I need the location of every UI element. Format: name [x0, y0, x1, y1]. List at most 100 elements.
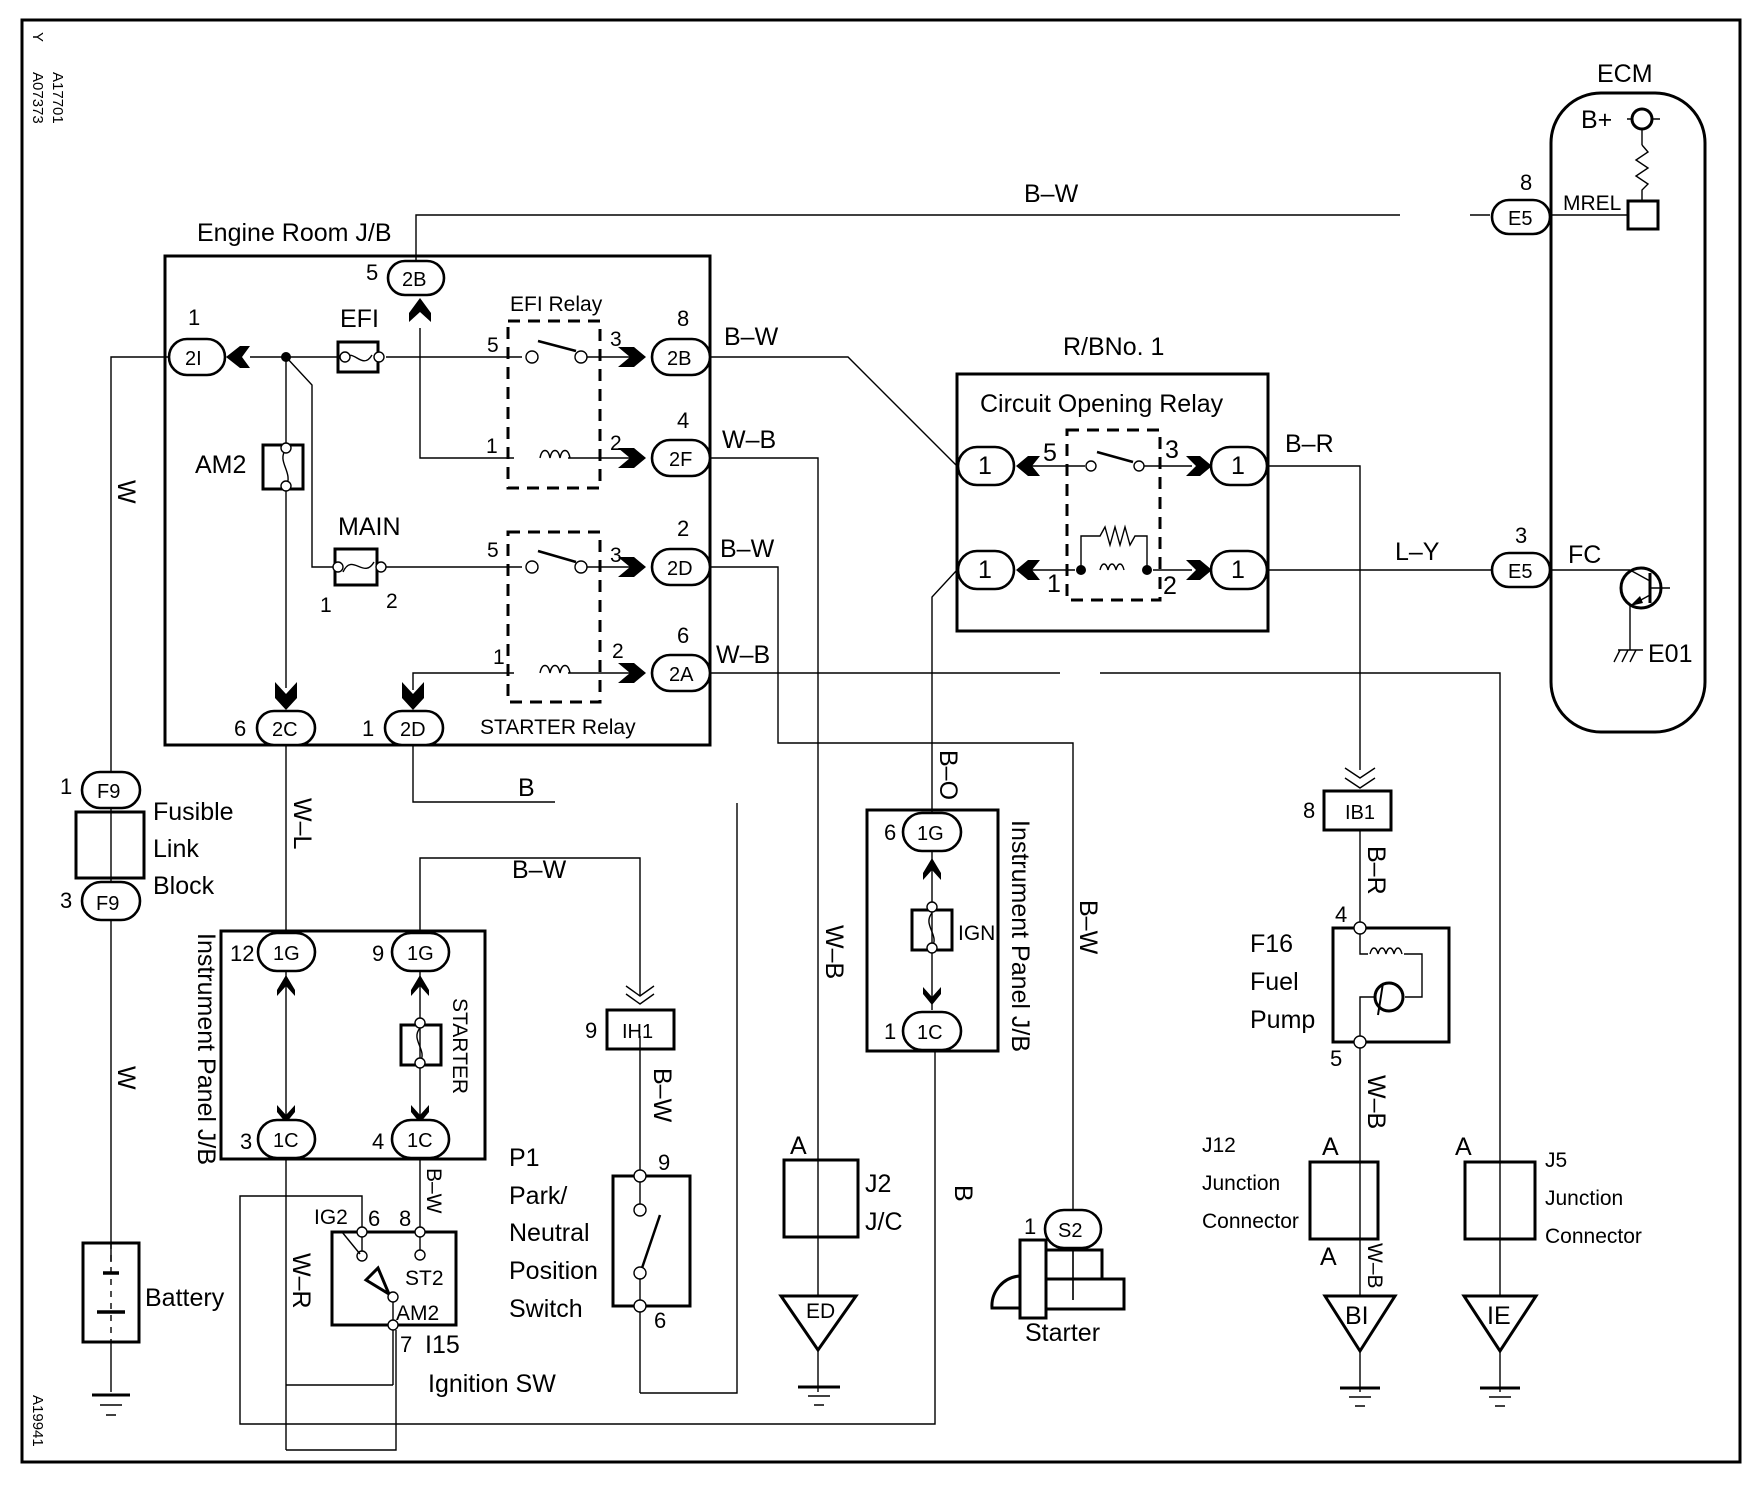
rb1-connector-right-top[interactable]: 1	[1186, 445, 1269, 487]
svg-text:W–R: W–R	[287, 1253, 315, 1309]
svg-text:R/BNo. 1: R/BNo. 1	[1063, 333, 1164, 361]
svg-text:1: 1	[362, 716, 374, 741]
rb1-connector-left-top[interactable]: 1	[956, 445, 1040, 487]
svg-text:1G: 1G	[273, 943, 300, 965]
j12-junction-connector: J12 Junction Connector A A BI	[1202, 1133, 1398, 1407]
fuse-am2: AM2	[195, 442, 305, 492]
svg-text:EFI: EFI	[340, 305, 379, 333]
svg-text:B–O: B–O	[934, 750, 962, 800]
svg-text:2: 2	[386, 590, 398, 613]
svg-text:Circuit Opening Relay: Circuit Opening Relay	[980, 390, 1224, 418]
ip-left-connector-9-1g[interactable]: 1G 9	[372, 931, 451, 996]
svg-text:Fuel: Fuel	[1250, 968, 1299, 996]
svg-text:1C: 1C	[273, 1130, 299, 1152]
svg-text:B: B	[949, 1185, 977, 1202]
svg-text:9: 9	[372, 941, 384, 966]
svg-text:F9: F9	[97, 781, 120, 803]
j2-junction-connector: A J2 J/C ED	[778, 1132, 903, 1406]
svg-text:B–W: B–W	[422, 1168, 445, 1214]
svg-text:1: 1	[884, 1019, 896, 1044]
ecm-connector-e5-fc[interactable]: E5 3	[1490, 523, 1552, 589]
park-neutral-position-switch: P1 Park/ Neutral Position Switch 9 6	[509, 1144, 692, 1333]
svg-text:W–B: W–B	[1363, 1243, 1386, 1289]
svg-text:1: 1	[1024, 1214, 1036, 1239]
svg-text:FC: FC	[1568, 541, 1601, 569]
svg-text:MREL: MREL	[1563, 192, 1621, 215]
svg-text:6: 6	[677, 623, 689, 648]
svg-text:E5: E5	[1508, 208, 1532, 230]
svg-text:W–B: W–B	[820, 925, 848, 979]
fuse-ign: IGN	[910, 901, 995, 954]
svg-text:STARTER Relay: STARTER Relay	[480, 716, 636, 739]
svg-text:F16: F16	[1250, 930, 1293, 958]
fuse-main: MAIN 1 2	[320, 513, 401, 617]
engine-room-jb-title: Engine Room J/B	[197, 219, 392, 247]
ip-mid-connector-6-1g[interactable]: 1G 6	[884, 811, 963, 880]
svg-text:8: 8	[1303, 798, 1315, 823]
connector-2d-right[interactable]: 2D 2	[618, 516, 712, 587]
starter-relay: 5 3 1 2 STARTER Relay	[480, 530, 636, 739]
connector-2d-bottom[interactable]: 2D 1	[362, 682, 445, 747]
svg-text:Park/: Park/	[509, 1182, 567, 1210]
svg-text:2D: 2D	[400, 719, 426, 741]
connector-ih1[interactable]: IH1 9	[585, 985, 676, 1051]
ip-left-connector-3-1c[interactable]: 1C 3	[240, 1105, 317, 1160]
svg-text:ST2: ST2	[405, 1267, 444, 1290]
svg-text:1: 1	[60, 774, 72, 799]
svg-text:3: 3	[1515, 523, 1527, 548]
connector-2b-top[interactable]: 2B 5	[366, 259, 446, 322]
rb1-connector-right-bottom[interactable]: 1	[1186, 549, 1269, 591]
connector-ib1[interactable]: IB1 8	[1303, 767, 1393, 832]
svg-text:6: 6	[654, 1308, 666, 1333]
ecm-connector-e5-top[interactable]: E5 8	[1490, 170, 1552, 236]
svg-text:2A: 2A	[669, 664, 694, 686]
svg-text:J12: J12	[1202, 1134, 1236, 1157]
svg-text:S2: S2	[1058, 1220, 1082, 1242]
svg-text:7: 7	[400, 1332, 412, 1357]
svg-text:AM2: AM2	[396, 1302, 439, 1325]
svg-text:B–W: B–W	[648, 1068, 676, 1123]
ignition-switch: IG2 6 8 ST2 AM2 7 I15 Ignition SW	[286, 1206, 556, 1398]
svg-text:B–R: B–R	[1285, 430, 1334, 458]
svg-text:A: A	[790, 1132, 807, 1160]
svg-text:E01: E01	[1648, 640, 1692, 668]
svg-text:1: 1	[493, 646, 505, 669]
ip-mid-connector-1-1c[interactable]: 1C 1	[884, 987, 963, 1052]
svg-text:5: 5	[1330, 1046, 1342, 1071]
svg-text:B–R: B–R	[1362, 846, 1390, 895]
ground-bi: BI	[1322, 1294, 1398, 1407]
svg-text:9: 9	[585, 1018, 597, 1043]
svg-text:1: 1	[320, 594, 332, 617]
svg-text:E5: E5	[1508, 561, 1532, 583]
svg-text:EFI Relay: EFI Relay	[510, 293, 603, 316]
svg-text:1: 1	[1047, 570, 1061, 598]
svg-text:12: 12	[230, 941, 254, 966]
svg-text:B–W: B–W	[724, 323, 779, 351]
wires	[110, 129, 1650, 1451]
svg-text:Pump: Pump	[1250, 1006, 1315, 1034]
starter-motor: S2 1 Starter	[990, 1208, 1126, 1347]
svg-text:1G: 1G	[917, 823, 944, 845]
svg-text:B: B	[518, 774, 535, 802]
ground-ed: ED	[778, 1294, 859, 1406]
svg-text:2D: 2D	[667, 558, 693, 580]
svg-text:2: 2	[677, 516, 689, 541]
connector-2b-right[interactable]: 2B 8	[618, 306, 712, 377]
svg-text:1C: 1C	[917, 1022, 943, 1044]
ip-left-connector-4-1c[interactable]: 1C 4	[372, 1105, 451, 1160]
svg-text:J2: J2	[865, 1170, 891, 1198]
engine-room-jb: Engine Room J/B 2B 5 2I 1 EFI AM2	[163, 219, 712, 747]
svg-text:1: 1	[486, 435, 498, 458]
svg-text:8: 8	[399, 1206, 411, 1231]
instrument-panel-jb-left: Instrument Panel J/B 1G 12 1G 9 STARTER …	[192, 929, 487, 1165]
rb1-connector-left-bottom[interactable]: 1	[956, 549, 1040, 591]
connector-2f[interactable]: 2F 4	[618, 408, 712, 478]
connector-2c[interactable]: 2C 6	[234, 682, 317, 747]
connector-2i[interactable]: 2I 1	[167, 305, 250, 377]
svg-text:2: 2	[612, 640, 624, 663]
svg-text:IG2: IG2	[314, 1206, 348, 1229]
connector-2a[interactable]: 2A 6	[618, 623, 712, 693]
starter-connector-s2[interactable]: S2 1	[1024, 1208, 1103, 1250]
ip-left-connector-12-1g[interactable]: 1G 12	[230, 931, 317, 996]
svg-text:Instrument Panel J/B: Instrument Panel J/B	[1006, 820, 1034, 1052]
